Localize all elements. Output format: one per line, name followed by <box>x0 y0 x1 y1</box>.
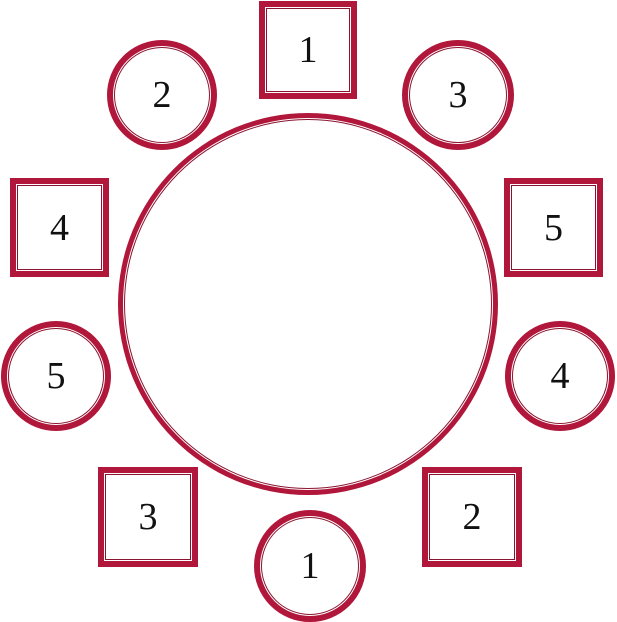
seat-inner-border <box>261 517 359 615</box>
seat-upper-right-square: 5 <box>504 178 603 277</box>
seat-inner-border <box>409 47 507 143</box>
seat-number: 1 <box>298 29 318 71</box>
seat-inner-border <box>114 47 210 143</box>
seat-number: 5 <box>544 206 563 249</box>
seat-top-square: 1 <box>259 1 357 99</box>
seat-number: 2 <box>462 496 482 538</box>
seat-upper-left-square: 4 <box>10 178 109 277</box>
seat-inner-border <box>512 328 608 424</box>
seat-number: 3 <box>448 74 468 116</box>
seat-inner-border <box>429 474 515 560</box>
seat-lower-left-circle: 5 <box>1 321 111 431</box>
seat-top-left-circle: 2 <box>107 40 217 150</box>
seat-bottom-right-square: 2 <box>422 467 522 567</box>
seat-number: 4 <box>50 206 69 249</box>
seat-lower-right-circle: 4 <box>505 321 615 431</box>
seat-bottom-circle: 1 <box>254 510 366 622</box>
seat-inner-border <box>511 185 596 270</box>
seat-inner-border <box>8 328 104 424</box>
seat-inner-border <box>266 8 350 92</box>
seat-number: 1 <box>300 545 320 587</box>
seat-number: 2 <box>152 74 172 116</box>
seat-inner-border <box>17 185 102 270</box>
seat-number: 3 <box>138 496 158 538</box>
seat-number: 4 <box>550 355 570 397</box>
seat-top-right-circle: 3 <box>402 40 514 150</box>
seat-number: 5 <box>46 355 66 397</box>
table-inner-ring <box>124 119 492 489</box>
seat-bottom-left-square: 3 <box>98 467 198 567</box>
seat-inner-border <box>105 474 191 560</box>
round-table <box>118 113 498 495</box>
